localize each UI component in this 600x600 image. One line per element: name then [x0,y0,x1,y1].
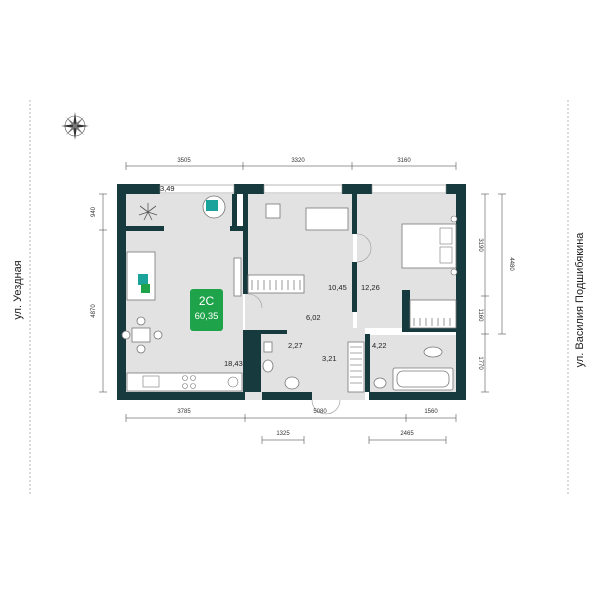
sink-icon [373,346,443,389]
dim-right-3: 1160 [477,309,483,323]
windows [159,184,447,194]
dim-left-2: 4870 [91,304,97,318]
dim-bottom-1: 3785 [177,409,191,415]
room-area-bedroom-1: 10,45 [328,283,347,292]
street-label-left: ул. Уездная [12,260,24,320]
armchair-icon [202,195,226,219]
wardrobe-bedroom-1 [247,274,305,294]
dim-bottom-4: 1325 [276,431,290,437]
tv-stand [233,257,242,297]
room-area-bathroom-2: 4,22 [372,341,387,350]
bathtub-icon [392,367,454,391]
room-area-kitchen-living: 18,43 [224,359,243,368]
wardrobe-bedroom-2 [409,299,457,329]
kitchen-counter [126,372,243,392]
toilet-icon [262,341,300,390]
dim-top-3: 3160 [397,158,411,164]
dim-top-2: 3320 [291,158,305,164]
dim-bottom-3: 1560 [424,409,438,415]
dim-right-4: 1770 [477,356,483,370]
dim-bottom-2: 5080 [313,409,327,415]
street-label-right: ул. Василия Подшибякина [574,232,586,368]
bed-icon [401,215,458,276]
apartment-badge: 2С 60,35 [190,289,223,331]
dim-top-1: 3505 [177,158,191,164]
plant-icon [138,203,158,221]
dining-table-icon [121,316,163,354]
wardrobe-corridor [347,341,365,393]
walls [117,184,466,400]
room-area-corridor: 3,21 [322,354,337,363]
dim-bottom-5: 2465 [400,431,414,437]
room-area-hall: 6,02 [306,313,321,322]
room-area-balcony: 3,49 [160,184,175,193]
sofa-icon [126,251,156,301]
dimension-lines [99,162,506,444]
stove-icon [182,375,196,389]
room-area-bathroom-1: 2,27 [288,341,303,350]
dim-left-1: 940 [91,206,97,217]
apartment-area: 60,35 [194,311,219,322]
apartment-type: 2С [198,294,215,308]
door-swings [247,233,372,415]
washer-icon [227,376,239,388]
dim-right-1: 3190 [477,238,483,252]
dim-right-2: 4480 [508,257,514,271]
desk-icon [265,203,349,231]
compass-rose-icon [61,112,89,140]
room-area-bedroom-2: 12,26 [361,283,380,292]
